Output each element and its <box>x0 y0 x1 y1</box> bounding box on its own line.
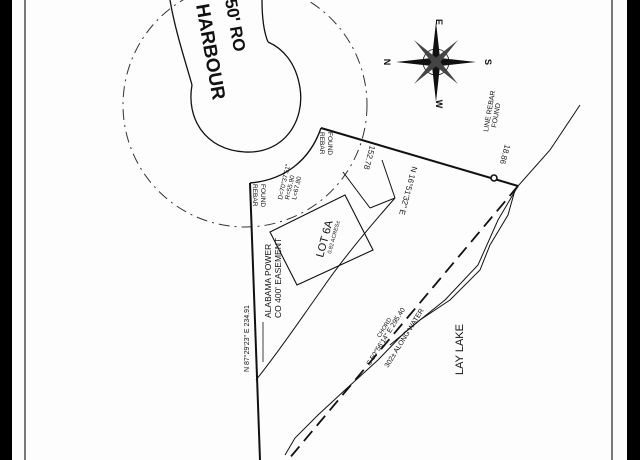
right-margin <box>627 0 640 460</box>
west-line-bearing: N 87°29'23" E 234.91 <box>243 305 251 372</box>
north-property-line <box>320 127 519 187</box>
rebar-left-label-line2: FOUND <box>259 184 266 207</box>
driveway-bottom <box>369 197 396 209</box>
rebar-top-label-line1: REBAR <box>318 132 325 155</box>
driveway-line-right <box>381 159 396 199</box>
line-rebar-label-line2: FOUND <box>491 103 502 129</box>
road-edge-left <box>169 0 193 86</box>
compass-east-label: E <box>434 19 444 25</box>
cul-de-sac-curb <box>190 41 302 153</box>
road-edge-right <box>261 0 269 43</box>
cul-de-sac-right-of-way <box>122 0 368 228</box>
shoreline <box>284 104 581 456</box>
compass-west-label: W <box>434 100 444 109</box>
front-curve-line <box>249 127 322 184</box>
driveway-line-left <box>342 171 371 209</box>
contour-line-east <box>389 189 516 346</box>
compass-rose <box>396 22 476 102</box>
paper-sheet <box>12 0 627 460</box>
lake-name-label: LAY LAKE <box>454 324 466 375</box>
left-margin <box>0 0 12 460</box>
easement-label-line1: ALABAMA POWER <box>263 244 273 318</box>
contour-line-west <box>255 197 396 381</box>
rebar-top-label-line2: FOUND <box>326 132 333 155</box>
west-property-line <box>249 182 261 460</box>
easement-label-line2: CO 400' EASEMENT <box>273 238 283 318</box>
rebar-marker <box>490 174 498 182</box>
compass-south-label: S <box>483 59 493 65</box>
rebar-left-label-line1: REBAR <box>251 184 258 207</box>
lot-building-outline <box>269 194 374 286</box>
compass-north-label: N <box>382 59 392 66</box>
